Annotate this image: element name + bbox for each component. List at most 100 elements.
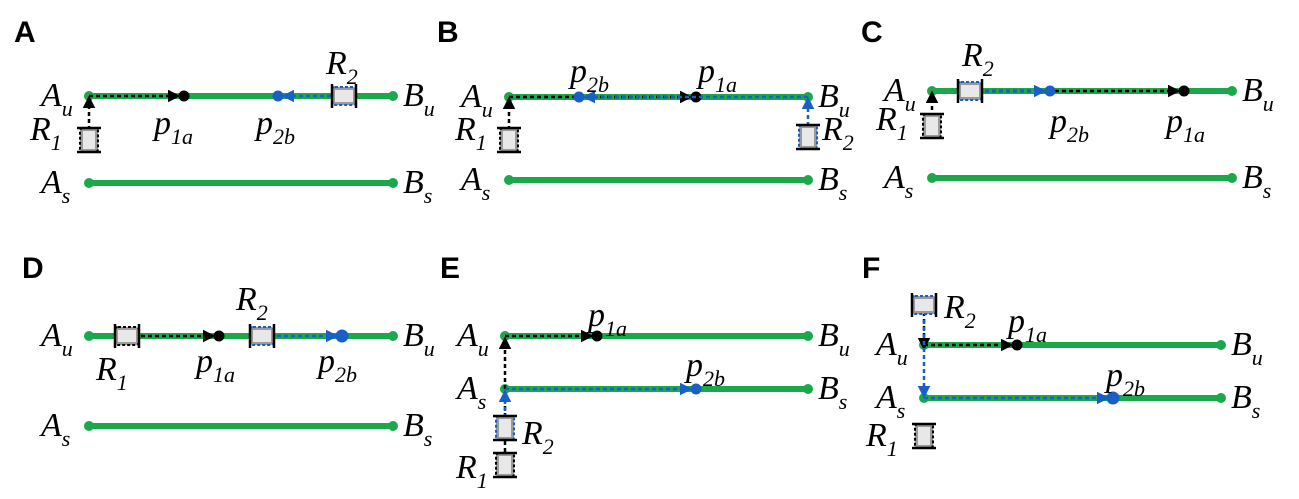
robot-icon <box>497 126 521 154</box>
label-R1: R1 <box>455 449 488 493</box>
label-Au: Au <box>459 78 493 122</box>
panel-label: E <box>440 252 460 285</box>
label-Au: Au <box>455 317 489 361</box>
label-p2b: p2b <box>1104 357 1145 401</box>
label-p1a: p1a <box>1164 103 1205 147</box>
label-Bu: Bu <box>1242 72 1274 116</box>
label-R2: R2 <box>325 45 358 89</box>
label-Bs: Bs <box>403 407 432 451</box>
robot-icon <box>956 79 984 103</box>
label-p1a: p1a <box>696 53 737 97</box>
node-As <box>927 173 937 183</box>
label-Au: Au <box>39 77 73 121</box>
label-As: As <box>882 159 913 203</box>
point-p1a <box>1011 339 1023 351</box>
panel-label: A <box>14 16 36 49</box>
node-Bs <box>388 178 398 188</box>
label-As: As <box>874 379 905 423</box>
label-R2: R2 <box>961 37 994 81</box>
node-Bs <box>1216 393 1226 403</box>
panel-label: F <box>862 252 880 285</box>
point-p2b <box>1044 85 1056 97</box>
label-Bs: Bs <box>1231 379 1260 423</box>
label-p1a: p1a <box>1006 303 1047 347</box>
point-p1a <box>591 330 603 342</box>
label-Bu: Bu <box>403 77 435 121</box>
label-R2: R2 <box>943 289 976 333</box>
label-R1: R1 <box>875 101 908 145</box>
point-p2b <box>335 329 349 343</box>
node-As <box>84 421 94 431</box>
label-Bu: Bu <box>1231 326 1263 370</box>
node-As <box>84 178 94 188</box>
node-Au <box>84 331 94 341</box>
label-Bs: Bs <box>818 370 847 414</box>
node-Bs <box>803 175 813 185</box>
label-R2: R2 <box>521 415 554 459</box>
robot-icon <box>796 123 820 151</box>
label-R1: R1 <box>95 351 128 395</box>
label-p2b: p2b <box>568 53 609 97</box>
robot-icon <box>493 451 517 479</box>
robot-icon <box>912 422 936 450</box>
panel-label: B <box>437 16 459 49</box>
label-R2: R2 <box>821 111 854 155</box>
node-Bs <box>803 384 813 394</box>
point-p1a <box>178 90 190 102</box>
label-Bs: Bs <box>1242 159 1271 203</box>
point-p1a <box>1178 85 1190 97</box>
label-R2: R2 <box>235 281 268 325</box>
label-Bu: Bu <box>818 78 850 122</box>
robot-icon <box>330 84 358 108</box>
point-p2b <box>573 91 585 103</box>
label-p1a: p1a <box>152 105 193 149</box>
label-Au: Au <box>874 326 908 370</box>
node-Bu <box>1227 86 1237 96</box>
point-p2b <box>272 90 284 102</box>
label-p2b: p2b <box>254 105 295 149</box>
robot-icon <box>910 293 938 317</box>
robot-icon <box>248 324 276 348</box>
point-p2b <box>690 383 702 395</box>
label-As: As <box>459 161 490 205</box>
robot-icon <box>920 112 944 140</box>
label-p2b: p2b <box>316 343 357 387</box>
label-Au: Au <box>882 72 916 116</box>
label-p2b: p2b <box>1048 103 1089 147</box>
node-As <box>504 175 514 185</box>
node-Bu <box>803 331 813 341</box>
label-p1a: p1a <box>194 343 235 387</box>
node-Bu <box>1216 340 1226 350</box>
label-As: As <box>455 370 486 414</box>
node-Bs <box>388 421 398 431</box>
panel-label: C <box>861 16 883 49</box>
label-Bs: Bs <box>818 161 847 205</box>
panel-label: D <box>22 252 44 285</box>
node-Bs <box>1227 173 1237 183</box>
label-Bu: Bu <box>403 317 435 361</box>
robot-icon <box>493 414 517 442</box>
label-R1: R1 <box>29 111 62 155</box>
label-Bs: Bs <box>403 164 432 208</box>
label-Bu: Bu <box>818 317 850 361</box>
label-Au: Au <box>39 317 73 361</box>
label-p1a: p1a <box>586 297 627 341</box>
label-R1: R1 <box>865 417 898 461</box>
label-p2b: p2b <box>684 347 725 391</box>
point-p2b <box>1106 391 1120 405</box>
robot-icon <box>113 324 141 348</box>
label-As: As <box>39 407 70 451</box>
label-R1: R1 <box>454 111 487 155</box>
node-Bu <box>388 331 398 341</box>
robot-icon <box>77 126 101 154</box>
point-p1a <box>213 330 225 342</box>
node-Bu <box>388 91 398 101</box>
label-As: As <box>39 164 70 208</box>
